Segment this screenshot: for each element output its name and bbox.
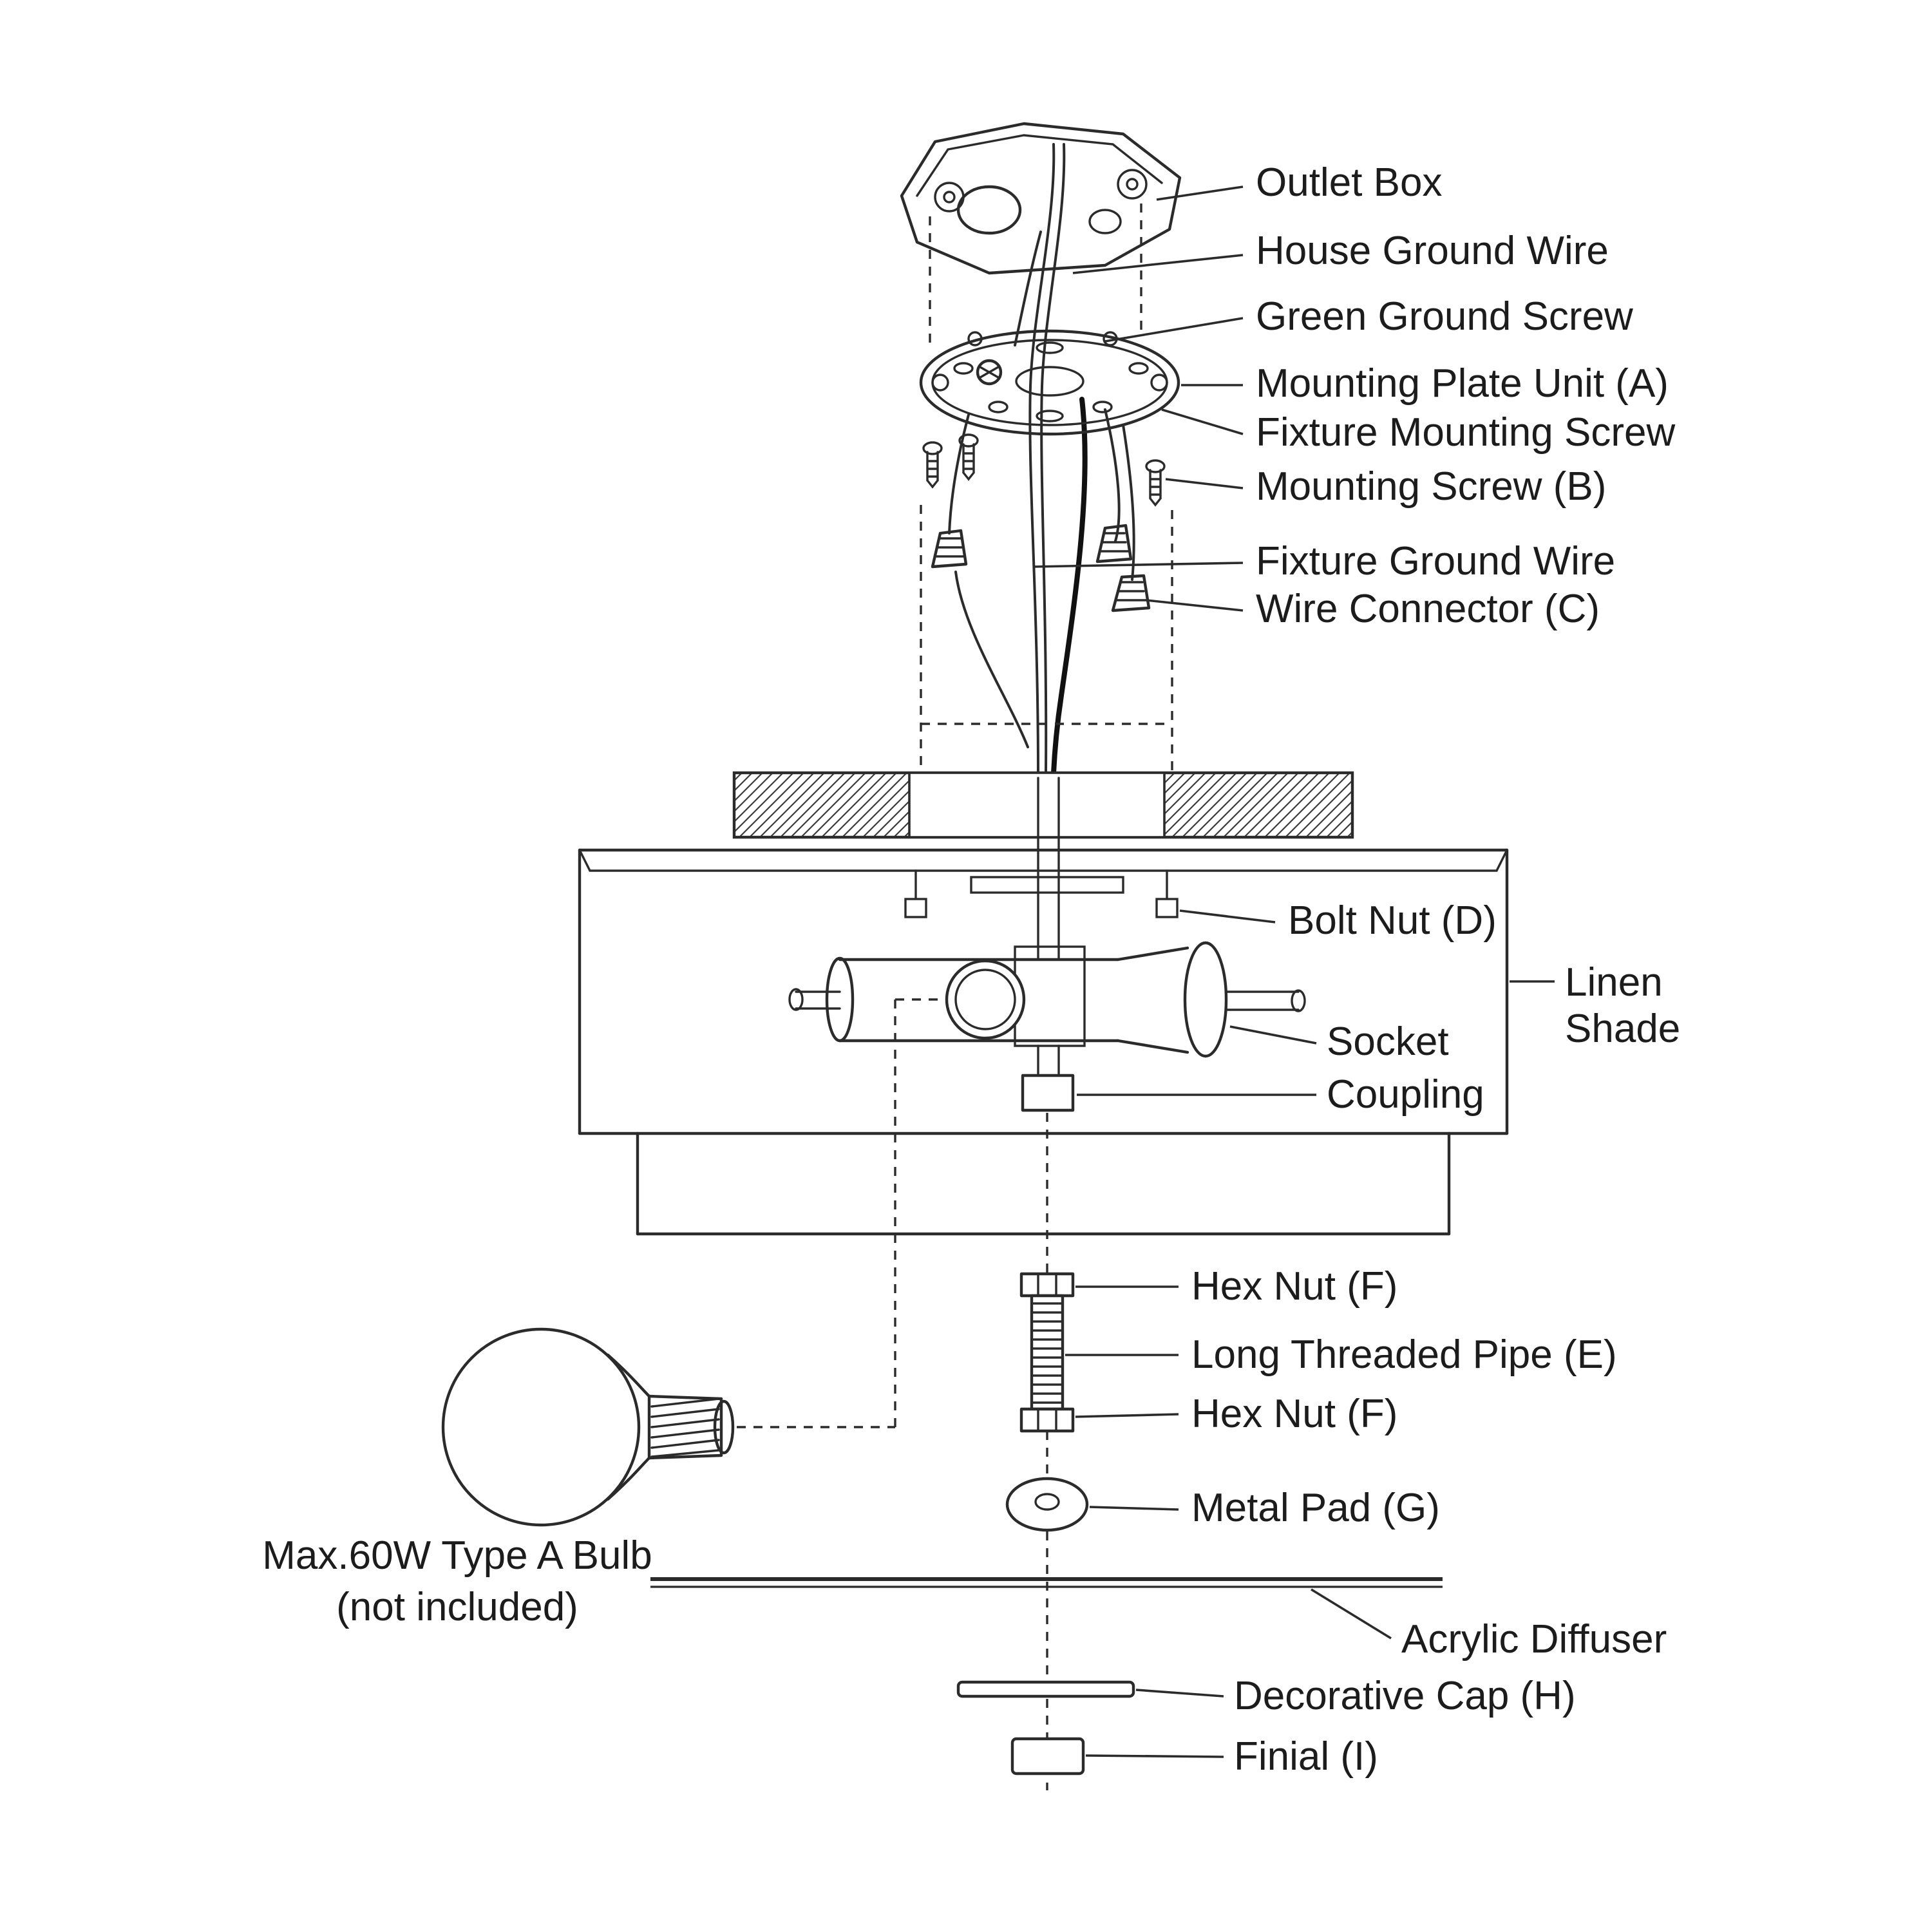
wire-connectors-drawing <box>931 524 1151 612</box>
finial-drawing <box>1010 1737 1085 1776</box>
label-outlet-box: Outlet Box <box>1256 160 1442 205</box>
mounting-screws-drawing <box>922 433 1166 507</box>
green-ground-screw-drawing <box>976 359 1003 386</box>
label-green-ground-screw: Green Ground Screw <box>1256 294 1633 339</box>
long-threaded-pipe-drawing <box>1030 1294 1065 1411</box>
label-fixture-mounting-screw: Fixture Mounting Screw <box>1256 410 1675 455</box>
label-decorative-cap-h: Decorative Cap (H) <box>1234 1674 1576 1718</box>
label-linen-shade-1: Linen <box>1565 960 1663 1005</box>
wire-connector <box>931 529 968 569</box>
label-acrylic-diffuser: Acrylic Diffuser <box>1401 1617 1667 1662</box>
label-long-threaded-pipe-e: Long Threaded Pipe (E) <box>1191 1332 1617 1377</box>
mounting-plate-drawing <box>919 329 1180 436</box>
socket-drawing <box>788 941 1306 1112</box>
metal-pad-drawing <box>1005 1477 1089 1532</box>
hex-nut-bottom <box>1019 1407 1075 1433</box>
label-metal-pad-g: Metal Pad (G) <box>1191 1486 1440 1530</box>
labels: Outlet Box House Ground Wire Green Groun… <box>262 160 1680 1779</box>
label-house-ground-wire: House Ground Wire <box>1256 229 1609 273</box>
socket-opening <box>945 959 1026 1040</box>
label-coupling: Coupling <box>1327 1072 1484 1117</box>
fixture-mounting-screw-head <box>967 331 983 346</box>
bolt-nut-d-left <box>904 898 927 918</box>
bulb-drawing <box>441 998 944 1527</box>
label-bulb-note-2: (not included) <box>336 1585 578 1629</box>
label-bulb-note-1: Max.60W Type A Bulb <box>262 1533 652 1578</box>
label-finial-i: Finial (I) <box>1234 1734 1378 1779</box>
mounting-screw <box>922 441 943 489</box>
guide-lines <box>920 204 1173 770</box>
outlet-box-drawing <box>900 122 1182 275</box>
decorative-cap-drawing <box>956 1680 1135 1698</box>
wire-connector <box>1111 574 1151 612</box>
linen-shade-drawing <box>578 777 1509 1236</box>
fixture-ground-wire-line <box>954 571 1029 748</box>
mounting-screw <box>958 433 979 481</box>
house-ground-wire-line <box>1014 231 1042 346</box>
label-hex-nut-f-bottom: Hex Nut (F) <box>1191 1392 1397 1436</box>
label-fixture-ground-wire: Fixture Ground Wire <box>1256 539 1615 583</box>
acrylic-diffuser-drawing <box>650 1577 1443 1588</box>
label-mounting-screw-b: Mounting Screw (B) <box>1256 464 1606 509</box>
label-hex-nut-f-top: Hex Nut (F) <box>1191 1264 1397 1309</box>
mounting-screw-b-drawing <box>1145 459 1166 507</box>
hex-nut-top <box>1019 1272 1075 1298</box>
house-wires <box>948 143 1135 775</box>
coupling-drawing <box>1021 1074 1075 1112</box>
stem-hardware-drawing <box>1005 1272 1089 1532</box>
label-bolt-nut-d: Bolt Nut (D) <box>1288 898 1497 943</box>
label-socket: Socket <box>1327 1019 1449 1064</box>
label-mounting-plate-unit: Mounting Plate Unit (A) <box>1256 361 1669 406</box>
leader-lines <box>1032 185 1555 1758</box>
wire-connector <box>1095 524 1133 564</box>
canopy-drawing <box>732 771 1354 839</box>
bolt-nut-d-right <box>1155 898 1179 918</box>
label-wire-connector-c: Wire Connector (C) <box>1256 587 1600 631</box>
label-linen-shade-2: Shade <box>1565 1007 1680 1051</box>
mounting-bracket <box>970 876 1124 894</box>
